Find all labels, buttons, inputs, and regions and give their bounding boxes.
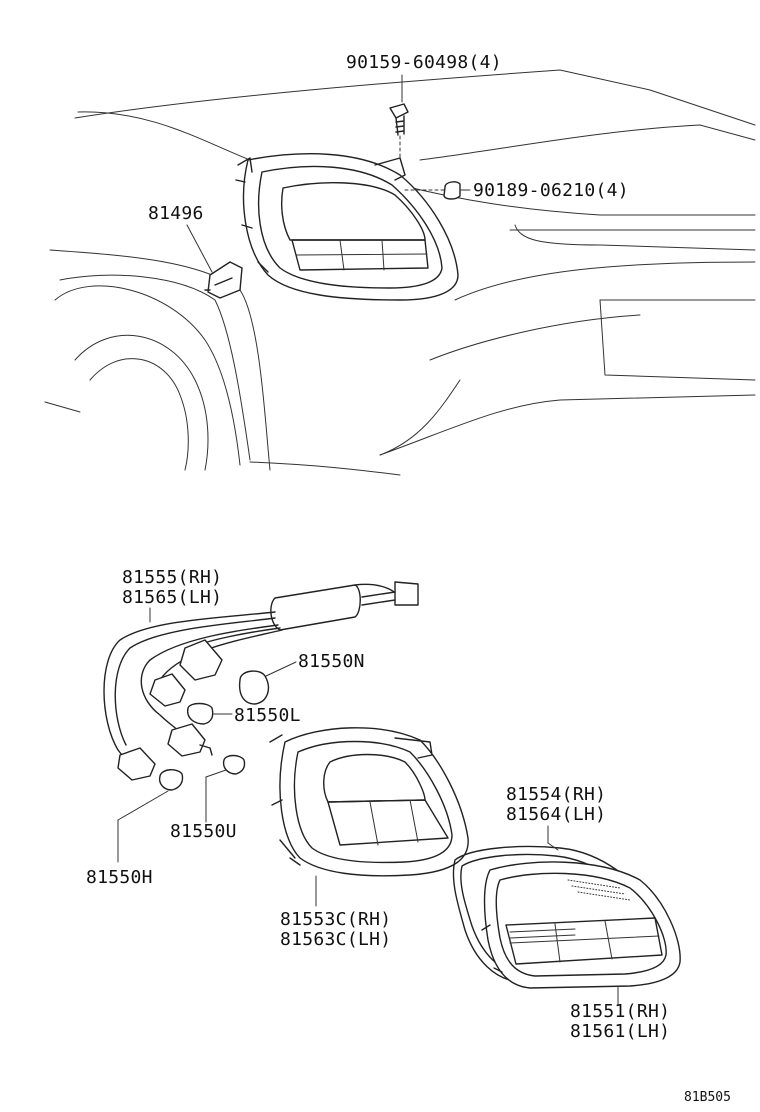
bulb-u-label: 81550U xyxy=(170,821,237,842)
installed-tail-lamp xyxy=(235,153,459,301)
lamp-rh-label: 81551(RH) xyxy=(570,1001,670,1022)
socket-part xyxy=(186,224,243,299)
bulb-h-label: 81550H xyxy=(86,867,153,888)
lamp-housing-part xyxy=(269,727,469,907)
lamp-lh-label: 81561(LH) xyxy=(570,1021,670,1042)
housing-lh-label: 81563C(LH) xyxy=(280,929,391,950)
wire-lh-label: 81565(LH) xyxy=(122,587,222,608)
gasket-lh-label: 81564(LH) xyxy=(506,804,606,825)
lamp-lens-part xyxy=(481,861,681,1005)
nut-part xyxy=(404,181,471,200)
bolt-label: 90159-60498(4) xyxy=(346,52,502,73)
housing-rh-label: 81553C(RH) xyxy=(280,909,391,930)
wire-harness-part xyxy=(103,581,419,781)
bulb-l-label: 81550L xyxy=(234,705,301,726)
bulb-n-label: 81550N xyxy=(298,651,365,672)
vehicle-rear-illustration xyxy=(44,69,756,476)
wire-rh-label: 81555(RH) xyxy=(122,567,222,588)
nut-label: 90189-06210(4) xyxy=(473,180,629,201)
figure-code: 81B505 xyxy=(684,1090,731,1105)
bolt-part xyxy=(389,74,409,161)
bulbs-group xyxy=(117,661,297,863)
socket-label: 81496 xyxy=(148,203,204,224)
gasket-rh-label: 81554(RH) xyxy=(506,784,606,805)
